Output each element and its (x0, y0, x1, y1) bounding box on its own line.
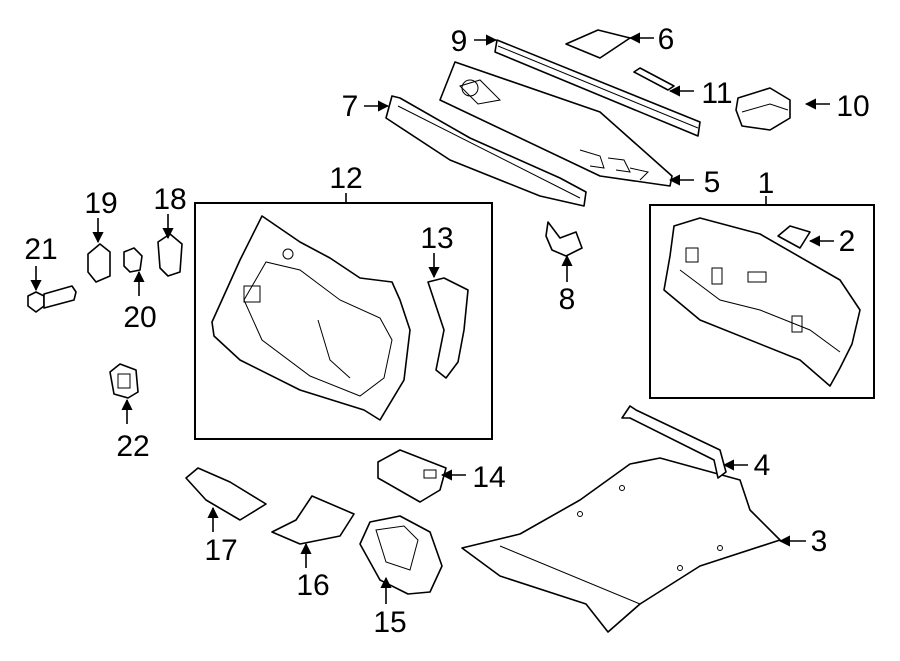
part-9-strip (494, 39, 701, 137)
part-7-trim-strip (385, 95, 587, 207)
callout-11: 11 (701, 77, 732, 110)
leader-lines (30, 32, 834, 604)
part-21-bolt (27, 285, 77, 313)
callout-15: 15 (373, 606, 406, 639)
callout-17: 17 (204, 534, 237, 567)
callout-5: 5 (704, 166, 721, 199)
part-20-clip (123, 247, 143, 273)
callout-13: 13 (420, 222, 453, 255)
callout-12: 12 (329, 162, 362, 195)
group-frame-12 (194, 202, 493, 440)
callout-22: 22 (116, 430, 149, 463)
part-14-box (377, 449, 447, 503)
part-11-clip (633, 67, 675, 91)
part-8-bracket (545, 221, 583, 257)
part-19-grommet (87, 243, 111, 283)
callout-6: 6 (658, 23, 675, 56)
callout-4: 4 (754, 449, 771, 482)
part-13-trim-piece (427, 277, 469, 379)
callout-10: 10 (836, 90, 869, 123)
callout-9: 9 (451, 25, 468, 58)
part-12-side-trim (211, 215, 411, 421)
part-10-bracket (735, 87, 791, 131)
callout-3: 3 (811, 525, 828, 558)
callout-2: 2 (839, 225, 856, 258)
group-frame-1 (649, 204, 875, 399)
part-6-pad (565, 29, 631, 59)
part-1-panel (663, 217, 861, 387)
callout-16: 16 (296, 569, 329, 602)
part-15-jack-tray (359, 515, 443, 595)
part-17-bracket (185, 467, 267, 521)
callout-18: 18 (153, 183, 186, 216)
part-5-package-tray (439, 61, 673, 187)
part-4-bar (621, 405, 727, 479)
part-22-plug (109, 363, 139, 399)
part-18-clip (157, 233, 183, 277)
part-2-pad (777, 225, 811, 249)
callout-labels: 1 2 3 4 5 6 7 8 9 10 11 12 13 14 15 16 1… (24, 23, 869, 639)
callout-20: 20 (123, 301, 156, 334)
callout-21: 21 (24, 233, 57, 266)
part-3-floor-panel (461, 457, 781, 633)
callout-8: 8 (559, 283, 576, 316)
callout-1: 1 (758, 167, 775, 200)
part-16-bracket (271, 495, 355, 545)
callout-7: 7 (342, 90, 359, 123)
callout-19: 19 (84, 187, 117, 220)
callout-14: 14 (472, 461, 505, 494)
